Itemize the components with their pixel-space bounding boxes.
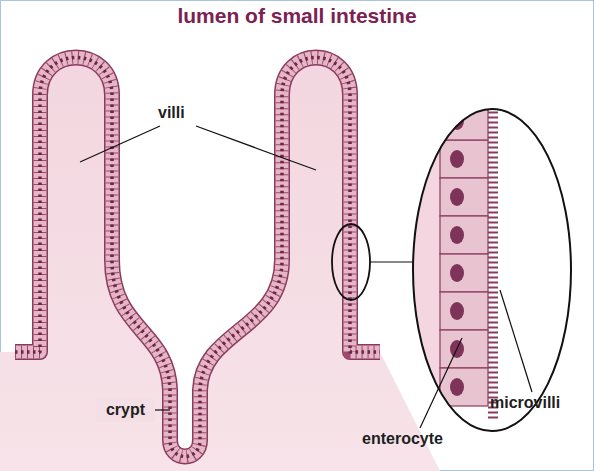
zoom-ring: [332, 224, 370, 300]
leader-lines: [80, 126, 532, 428]
zoom-circle: [413, 109, 571, 431]
part-label: microvilli: [490, 394, 560, 412]
zoom-line: [370, 261, 414, 262]
epithelium: [15, 58, 380, 457]
label-box: crypt: [96, 398, 155, 422]
diagram-title: lumen of small intestine: [0, 4, 594, 28]
zoom-detail: [410, 100, 580, 440]
part-label: villi: [158, 104, 185, 122]
tissue-core: [0, 58, 440, 471]
part-label: crypt: [106, 401, 145, 419]
part-label: enterocyte: [362, 430, 443, 448]
